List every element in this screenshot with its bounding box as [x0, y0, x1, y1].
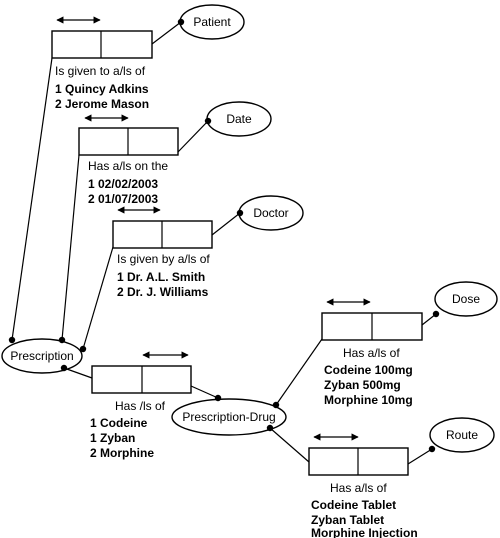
relation-box-patient — [51, 16, 153, 59]
relation-value: Codeine 100mg — [324, 363, 413, 377]
line-prescription-to-date-box — [61, 154, 80, 341]
entity-dose[interactable]: Dose — [434, 281, 498, 317]
entity-prescription-drug[interactable]: Prescription-Drug — [171, 398, 287, 436]
entity-date-label: Date — [226, 112, 252, 126]
relation-value: 2 Jerome Mason — [55, 97, 149, 111]
relation-label: Has a/ls on the — [88, 159, 168, 173]
line-doctor-box-to-entity — [211, 212, 241, 236]
line-patient-box-to-entity — [151, 21, 182, 45]
entity-date[interactable]: Date — [206, 101, 272, 137]
line-prescription-to-drug-box — [63, 367, 93, 379]
entity-doctor-label: Doctor — [253, 206, 288, 220]
entity-route-label: Route — [446, 428, 478, 442]
line-date-box-to-entity — [177, 120, 209, 153]
entity-route[interactable]: Route — [429, 417, 495, 453]
relation-label: Is given by a/ls of — [117, 252, 210, 266]
entity-prescription-label: Prescription — [10, 349, 73, 363]
relation-value: 1 Quincy Adkins — [55, 82, 149, 96]
entity-patient[interactable]: Patient — [179, 4, 245, 40]
relation-text-dose: Has a/ls of Codeine 100mg Zyban 500mg Mo… — [324, 346, 413, 407]
relation-box-drug — [91, 351, 192, 394]
line-prescription-to-patient-box — [11, 57, 53, 341]
relation-box-doctor — [112, 206, 213, 249]
entity-dose-label: Dose — [452, 292, 480, 306]
relation-text-drug: Has /ls of 1 Codeine 1 Zyban 2 Morphine — [90, 399, 166, 460]
line-drug-box-to-prescription-drug — [190, 385, 219, 399]
relation-text-doctor: Is given by a/ls of 1 Dr. A.L. Smith 2 D… — [117, 252, 210, 299]
relation-value: 1 Codeine — [90, 416, 148, 430]
line-prescription-drug-to-route-box — [269, 427, 310, 463]
relation-text-date: Has a/ls on the 1 02/02/2003 2 01/07/200… — [88, 159, 168, 206]
relation-value: Morphine 10mg — [324, 393, 413, 407]
relation-label: Has a/ls of — [343, 346, 400, 360]
relation-value: Zyban Tablet — [311, 513, 384, 527]
relation-value: 2 01/07/2003 — [88, 192, 158, 206]
relation-value: 1 02/02/2003 — [88, 177, 158, 191]
relation-box-route — [308, 433, 409, 476]
relation-value: Zyban 500mg — [324, 378, 401, 392]
relation-label: Is given to a/ls of — [55, 64, 146, 78]
relation-value: 1 Dr. A.L. Smith — [117, 270, 205, 284]
relation-label: Has /ls of — [115, 399, 166, 413]
relation-value: Codeine Tablet — [311, 498, 396, 512]
connection-dots — [8, 18, 440, 453]
entity-prescription[interactable]: Prescription — [1, 338, 83, 374]
relation-box-dose — [321, 298, 423, 341]
entity-prescription-drug-label: Prescription-Drug — [182, 410, 275, 424]
relation-box-date — [78, 114, 179, 156]
relation-value: 1 Zyban — [90, 431, 135, 445]
line-prescription-drug-to-dose-box — [275, 338, 323, 406]
line-route-box-to-entity — [407, 448, 433, 465]
relation-value: Morphine Injection — [311, 526, 418, 538]
relation-value: 2 Dr. J. Williams — [117, 285, 209, 299]
entity-doctor[interactable]: Doctor — [238, 195, 304, 231]
relation-label: Has a/ls of — [330, 481, 387, 495]
relation-value: 2 Morphine — [90, 446, 154, 460]
relation-text-route: Has a/ls of Codeine Tablet Zyban Tablet … — [311, 481, 418, 538]
relation-text-patient: Is given to a/ls of 1 Quincy Adkins 2 Je… — [55, 64, 149, 111]
line-prescription-to-doctor-box — [82, 246, 114, 350]
entity-patient-label: Patient — [193, 15, 231, 29]
connector-lines — [11, 21, 437, 465]
